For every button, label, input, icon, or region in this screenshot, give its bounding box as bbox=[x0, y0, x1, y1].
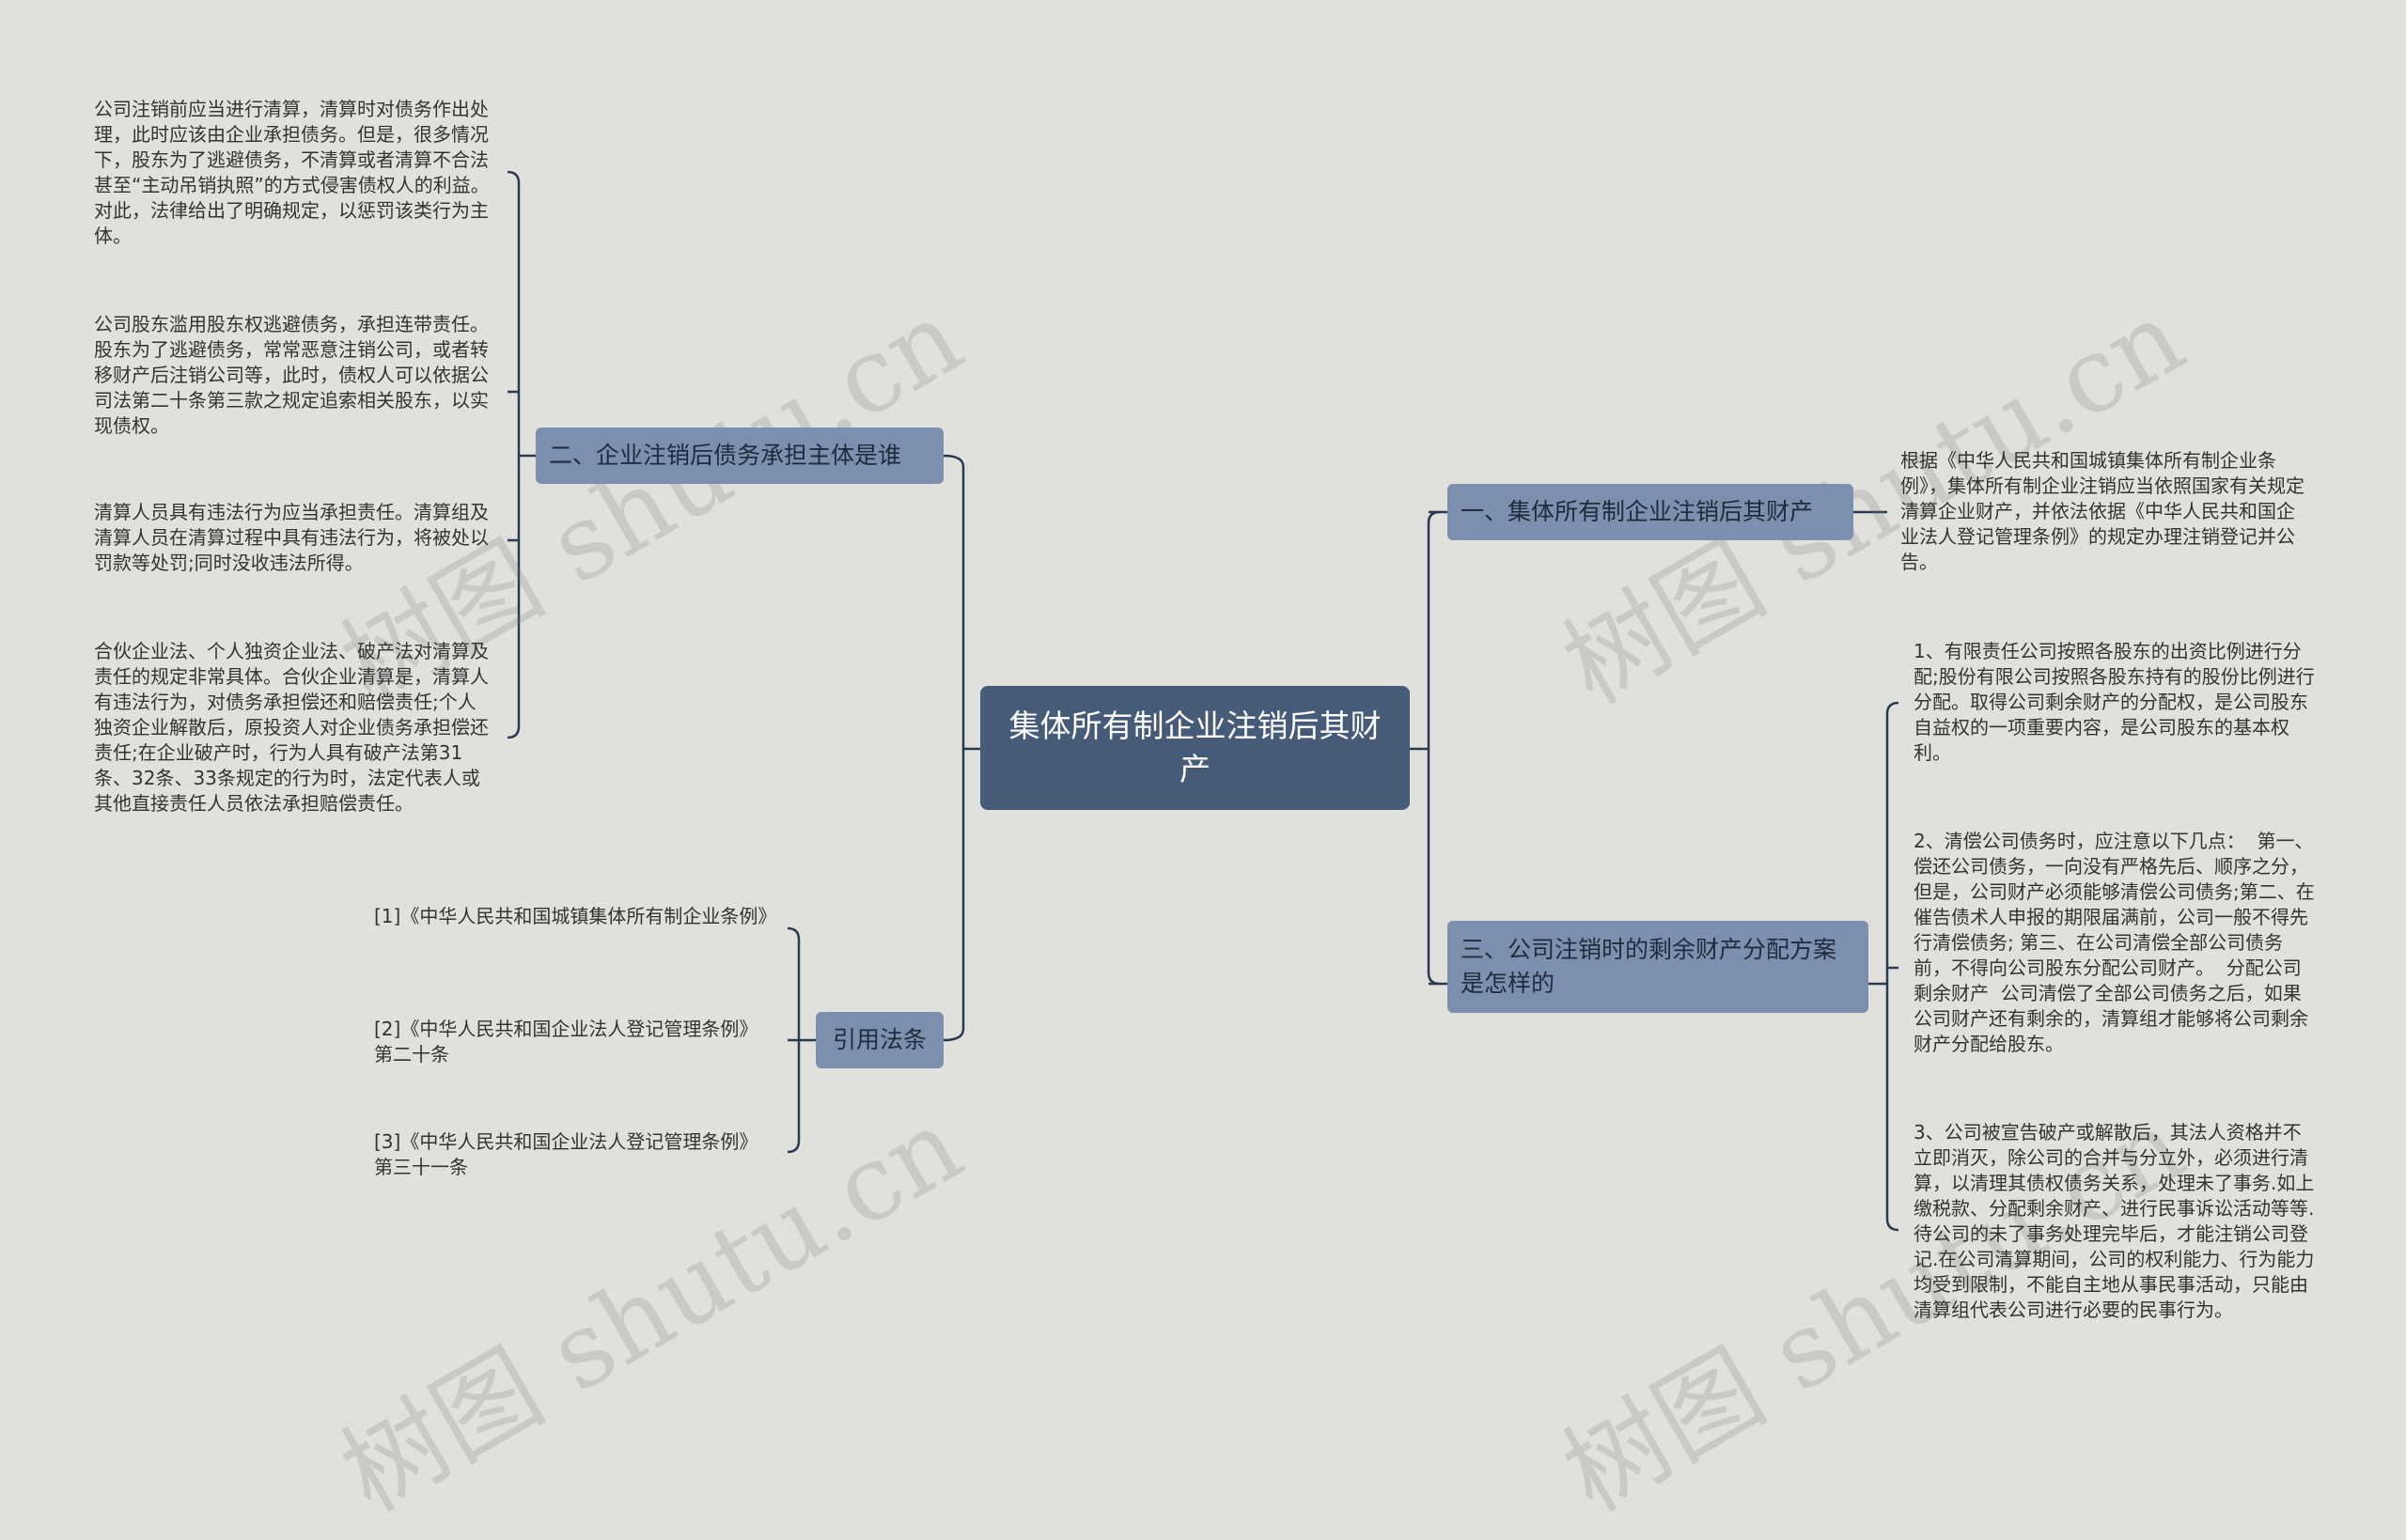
leaf-text[interactable]: [3]《中华人民共和国企业法人登记管理条例》 第三十一条 bbox=[374, 1130, 764, 1178]
branch-4[interactable]: 引用法条 bbox=[816, 1012, 944, 1068]
leaf-text[interactable]: 3、公司被宣告破产或解散后，其法人资格并不立即消灭，除公司的合并与分立外，必须进… bbox=[1914, 1121, 2315, 1321]
branch-1[interactable]: 一、集体所有制企业注销后其财产 bbox=[1447, 484, 1853, 540]
leaf-text[interactable]: 合伙企业法、个人独资企业法、破产法对清算及责任的规定非常具体。合伙企业清算是，清… bbox=[94, 640, 489, 815]
branch-2[interactable]: 二、企业注销后债务承担主体是谁 bbox=[536, 428, 944, 484]
leaf-text[interactable]: 2、清偿公司债务时，应注意以下几点： 第一、偿还公司债务，一向没有严格先后、顺序… bbox=[1914, 830, 2315, 1055]
leaf-text[interactable]: 公司股东滥用股东权逃避债务，承担连带责任。股东为了逃避债务，常常恶意注销公司，或… bbox=[94, 313, 489, 437]
leaf-text[interactable]: 根据《中华人民共和国城镇集体所有制企业条例》，集体所有制企业注销应当依照国家有关… bbox=[1900, 449, 2304, 573]
connector-right-trunk bbox=[1427, 510, 1441, 986]
branch-3[interactable]: 三、公司注销时的剩余财产分配方案是怎样的 bbox=[1447, 921, 1868, 1013]
connector-lines bbox=[507, 170, 1899, 1232]
connector-branch-2-bracket bbox=[507, 170, 521, 739]
leaf-text[interactable]: 公司注销前应当进行清算，清算时对债务作出处理，此时应该由企业承担债务。但是，很多… bbox=[94, 98, 490, 247]
leaf-text[interactable]: [2]《中华人民共和国企业法人登记管理条例》 第二十条 bbox=[374, 1018, 764, 1066]
leaf-text[interactable]: 1、有限责任公司按照各股东的出资比例进行分配;股份有限公司按照各股东持有的股份比… bbox=[1914, 640, 2315, 764]
connector-branch-3-bracket bbox=[1885, 701, 1899, 1232]
connector-left-trunk bbox=[943, 454, 965, 1042]
central-topic[interactable]: 集体所有制企业注销后其财产 bbox=[980, 686, 1410, 810]
leaf-text[interactable]: 清算人员具有违法行为应当承担责任。清算组及清算人员在清算过程中具有违法行为，将被… bbox=[94, 501, 489, 574]
leaf-text[interactable]: [1]《中华人民共和国城镇集体所有制企业条例》 bbox=[374, 905, 777, 927]
